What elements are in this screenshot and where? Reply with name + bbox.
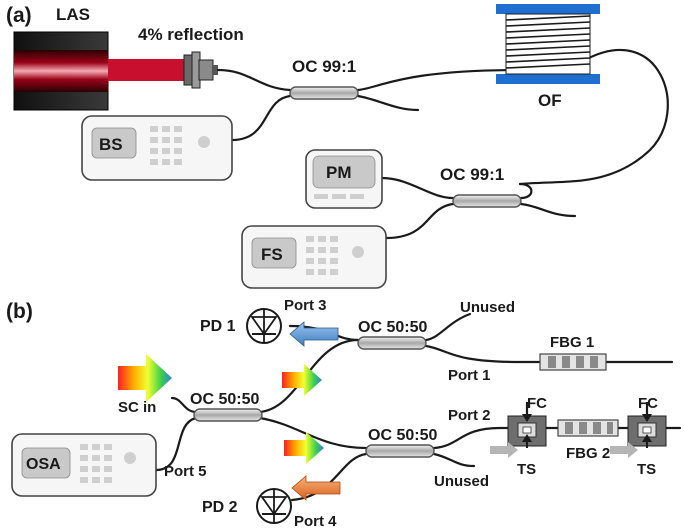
reflection-label: 4% reflection	[138, 25, 244, 44]
stage-arrow-left-icon	[490, 442, 518, 458]
bs-instrument: BS	[81, 115, 233, 181]
coupler-main-label: OC 50:50	[190, 391, 259, 408]
port3-label: Port 3	[284, 297, 327, 314]
osa-instrument: OSA	[11, 433, 157, 497]
stage-arrow-right-icon	[610, 442, 638, 458]
fiber-to-spool	[356, 68, 522, 92]
fs-instrument: FS	[241, 225, 387, 289]
coupler-upper-label: OC 50:50	[358, 319, 427, 336]
fbg1-label: FBG 1	[550, 334, 594, 351]
port2-label: Port 2	[448, 407, 491, 424]
sc-input-arrow-icon	[118, 354, 172, 402]
fbg-1	[539, 353, 607, 371]
sc-in-label: SC in	[118, 399, 156, 416]
rainbow-arrow-upper-icon	[282, 364, 322, 396]
pm-instrument: PM	[305, 149, 383, 209]
fiber-label: OF	[538, 91, 562, 110]
coupler-top-label: OC 99:1	[292, 57, 356, 76]
fbg-2	[557, 419, 619, 437]
coupler-upper	[357, 336, 427, 350]
rainbow-arrow-lower-icon	[284, 432, 324, 464]
fs-label: FS	[261, 245, 283, 264]
bs-label: BS	[99, 135, 123, 154]
panel-b-label: (b)	[6, 300, 33, 323]
photodiode-1	[246, 308, 282, 344]
pd1-label: PD 1	[200, 318, 236, 335]
fc-left-label: FC	[527, 395, 547, 412]
panel-a-label: (a)	[6, 4, 32, 27]
fiber-loop	[518, 48, 669, 186]
fbg2-label: FBG 2	[566, 445, 610, 462]
coupler-middle	[452, 194, 522, 208]
coupler-main	[193, 408, 263, 422]
ts-left-label: TS	[517, 461, 536, 478]
orange-arrow-icon	[291, 475, 341, 501]
fiber-clamp-left	[507, 402, 547, 448]
fiber-to-osa	[154, 416, 198, 472]
laser-label: LAS	[56, 5, 90, 24]
coupler-top	[289, 86, 359, 100]
pm-label: PM	[326, 163, 352, 182]
fiber-to-bs	[230, 94, 292, 142]
laser-source	[13, 31, 218, 111]
pd2-label: PD 2	[202, 499, 238, 516]
fiber-clamp-right	[627, 402, 667, 448]
port4-label: Port 4	[294, 513, 337, 530]
fiber-sc-in	[170, 396, 198, 414]
fiber-spool	[496, 4, 600, 84]
blue-arrow-icon	[289, 321, 339, 347]
coupler-lower	[365, 444, 435, 458]
laser-beam	[108, 59, 188, 81]
osa-label: OSA	[26, 456, 61, 473]
coupler-lower-label: OC 50:50	[368, 427, 437, 444]
ts-right-label: TS	[637, 461, 656, 478]
coupler-mid-label: OC 99:1	[440, 165, 504, 184]
fc-right-label: FC	[638, 395, 658, 412]
unused-bottom-label: Unused	[434, 473, 489, 490]
port1-label: Port 1	[448, 367, 491, 384]
unused-top-label: Unused	[460, 299, 515, 316]
port5-label: Port 5	[164, 463, 207, 480]
fiber-port1	[424, 344, 674, 364]
photodiode-2	[256, 488, 292, 524]
fiber-port2	[432, 426, 682, 450]
